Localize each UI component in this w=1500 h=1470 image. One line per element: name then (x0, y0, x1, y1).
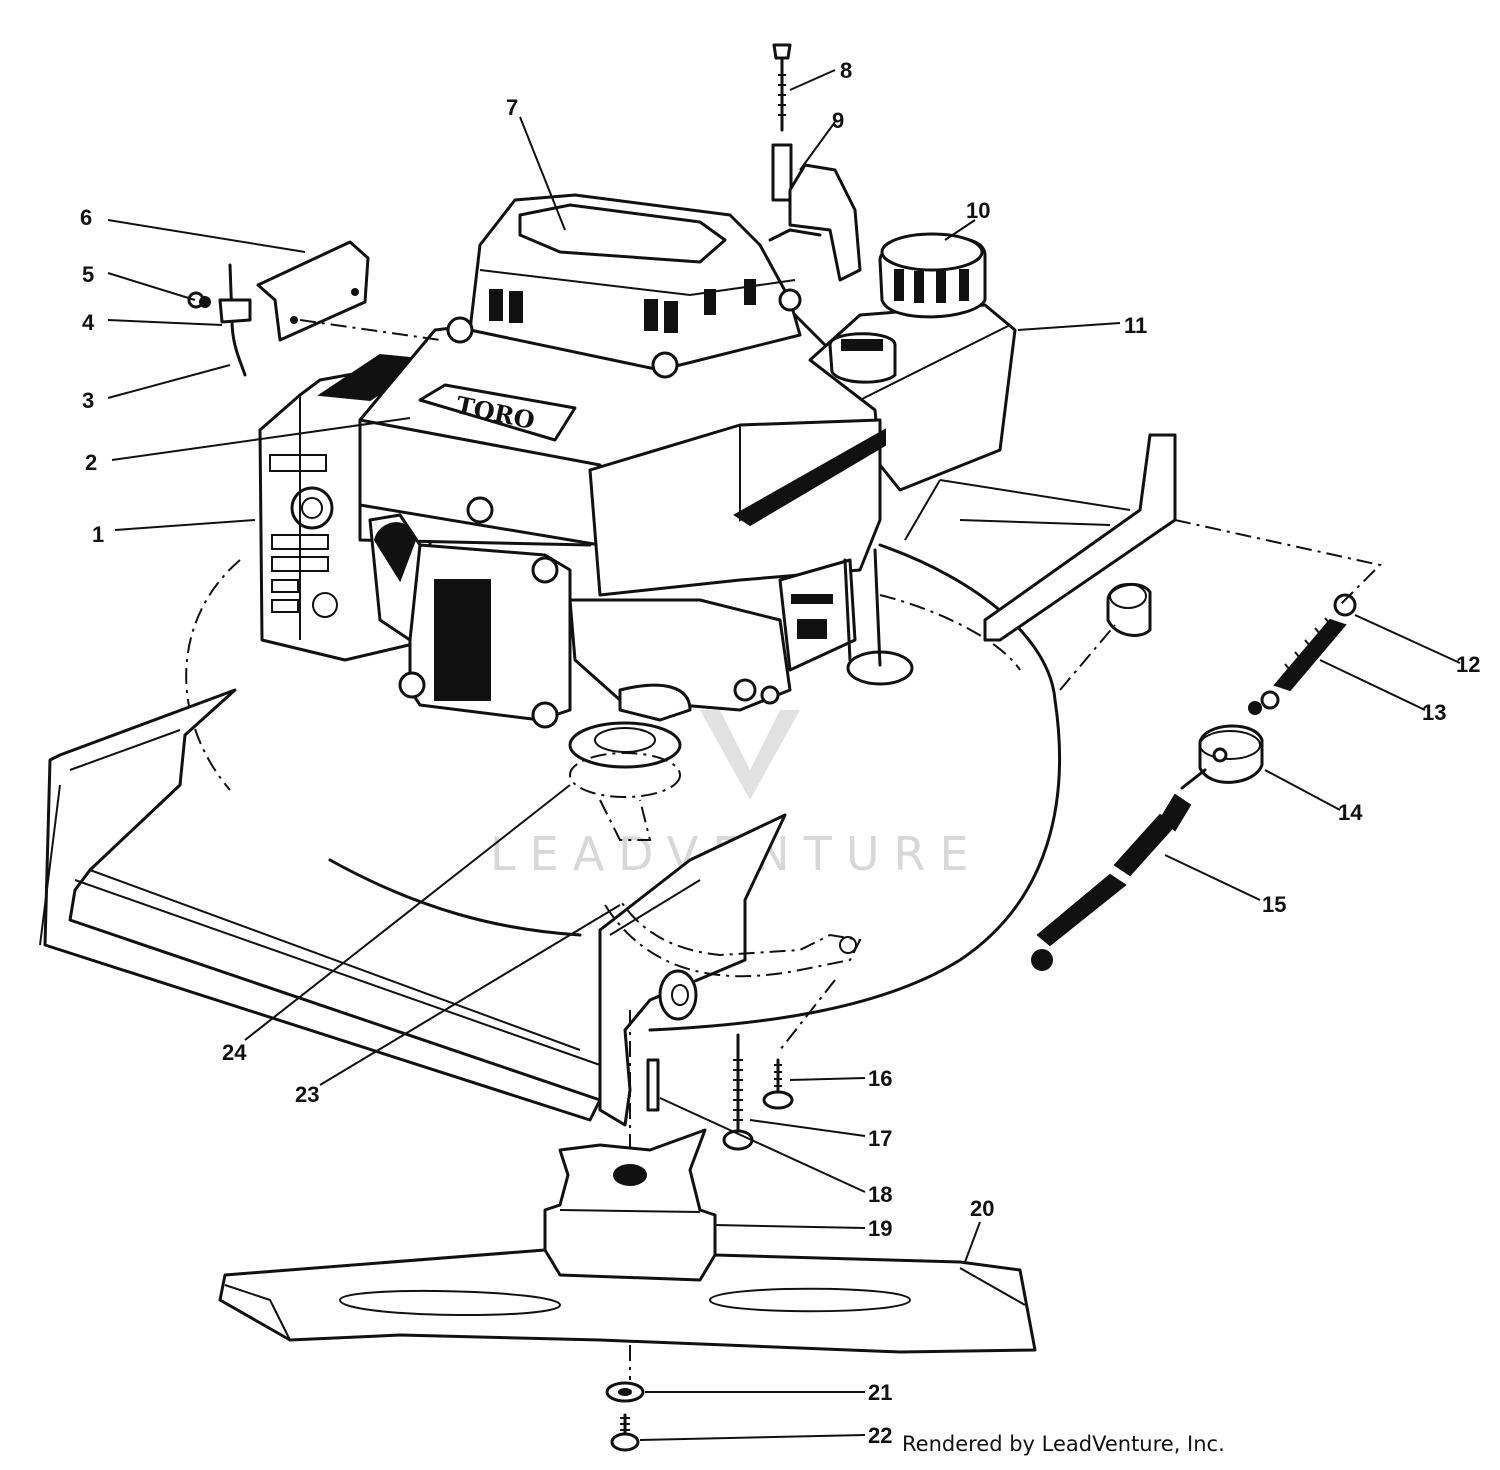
callout-18: 18 (868, 1182, 892, 1207)
callout-16: 16 (868, 1066, 892, 1091)
callout-7: 7 (506, 95, 518, 120)
throttle-bracket-parts (187, 240, 370, 377)
callout-21: 21 (868, 1380, 892, 1405)
mower-deck (39, 433, 1177, 1127)
callout-23: 23 (295, 1082, 319, 1107)
callout-11: 11 (1124, 313, 1147, 338)
callout-8: 8 (840, 58, 852, 83)
callout-5: 5 (82, 262, 94, 287)
callout-24: 24 (222, 1040, 247, 1065)
callout-20: 20 (970, 1196, 994, 1221)
callout-labels: 1 2 3 4 5 6 7 8 9 10 11 12 13 14 15 16 1… (80, 58, 1480, 1448)
callout-12: 12 (1456, 652, 1480, 677)
callout-19: 19 (868, 1216, 892, 1241)
callout-22: 22 (868, 1423, 892, 1448)
leader-lines (107, 69, 1461, 1441)
callout-10: 10 (966, 198, 990, 223)
callout-4: 4 (82, 310, 95, 335)
callout-14: 14 (1338, 800, 1363, 825)
bolt-spacer-parts (768, 43, 862, 282)
callout-17: 17 (868, 1126, 892, 1151)
height-adjust-parts (1031, 593, 1357, 971)
callout-9: 9 (832, 108, 844, 133)
engine: TORO (258, 193, 1017, 841)
callout-15: 15 (1262, 892, 1286, 917)
callout-2: 2 (85, 450, 97, 475)
credit-text: Rendered by LeadVenture, Inc. (902, 1432, 1225, 1456)
callout-6: 6 (80, 205, 92, 230)
callout-3: 3 (82, 388, 94, 413)
callout-13: 13 (1422, 700, 1446, 725)
callout-1: 1 (92, 522, 104, 547)
blade-parts (218, 1010, 1037, 1452)
assembly-lines (299, 319, 1382, 1051)
